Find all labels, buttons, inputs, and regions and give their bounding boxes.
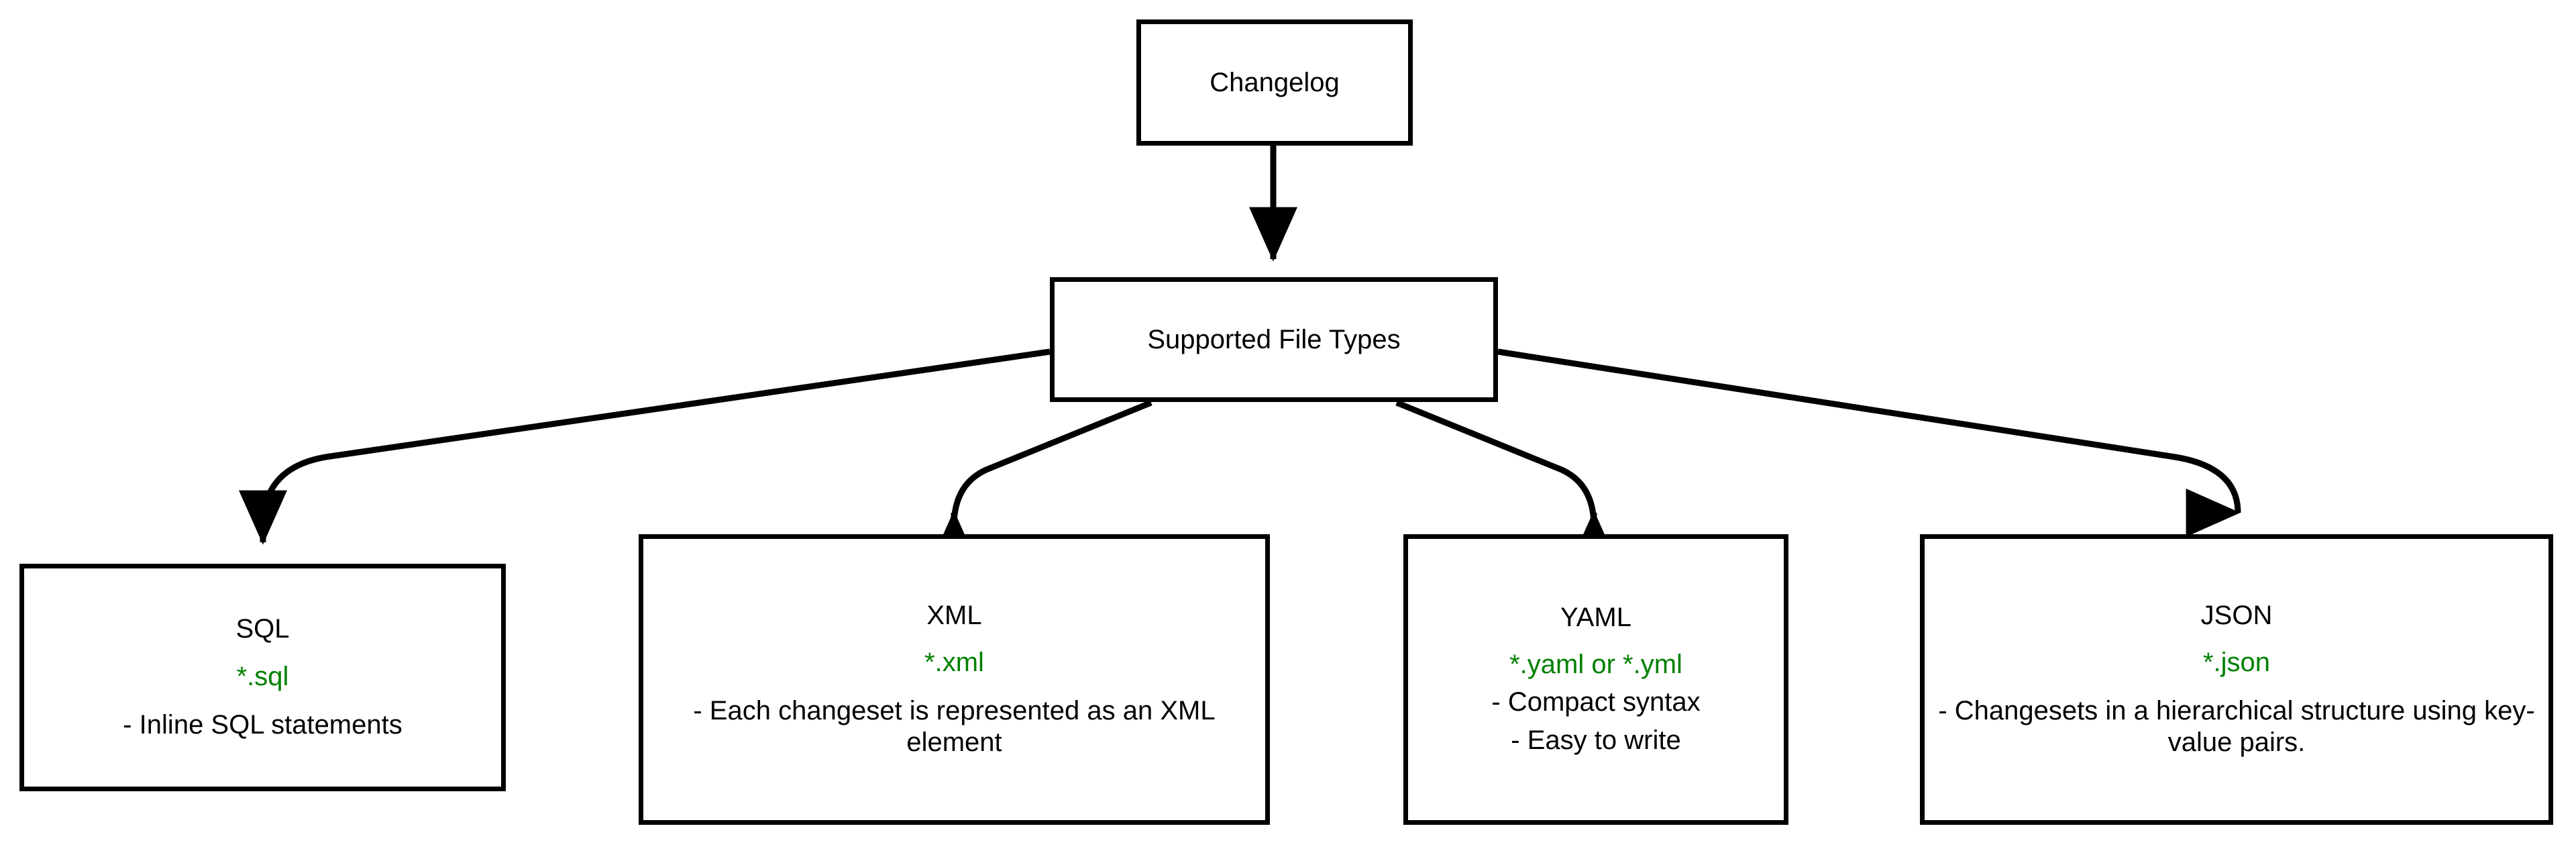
node-yaml-description-line-2: - Easy to write <box>1511 725 1681 756</box>
node-json[interactable]: JSON *.json - Changesets in a hierarchic… <box>1920 534 2553 825</box>
edge-supported-file-types-to-json <box>1497 348 2262 515</box>
node-yaml-title: YAML <box>1560 602 1631 632</box>
node-supported-file-types-label: Supported File Types <box>1147 324 1401 354</box>
node-sql[interactable]: SQL *.sql - Inline SQL statements <box>19 564 506 791</box>
node-xml-title: XML <box>926 600 982 630</box>
node-sql-extension: *.sql <box>236 661 289 691</box>
node-changelog[interactable]: Changelog <box>1136 19 1413 146</box>
node-yaml-extension: *.yaml or *.yml <box>1509 650 1682 680</box>
node-json-extension: *.json <box>2202 648 2271 678</box>
node-xml-description: - Each changeset is represented as an XM… <box>693 696 1216 758</box>
edge-supported-file-types-to-yaml <box>1395 399 1618 565</box>
node-supported-file-types[interactable]: Supported File Types <box>1050 277 1498 402</box>
node-yaml[interactable]: YAML *.yaml or *.yml - Compact syntax - … <box>1403 534 1788 825</box>
node-sql-title: SQL <box>235 614 290 644</box>
node-yaml-description-line-1: - Compact syntax <box>1491 687 1701 717</box>
node-json-title: JSON <box>2200 600 2273 630</box>
edge-supported-file-types-to-sql <box>239 348 1051 545</box>
node-changelog-label: Changelog <box>1210 67 1340 97</box>
node-xml[interactable]: XML *.xml - Each changeset is represente… <box>639 534 1270 825</box>
node-xml-extension: *.xml <box>924 648 984 678</box>
node-sql-description: - Inline SQL statements <box>123 709 402 740</box>
edge-supported-file-types-to-xml <box>930 399 1152 565</box>
node-json-description: - Changesets in a hierarchical structure… <box>1938 696 2535 758</box>
